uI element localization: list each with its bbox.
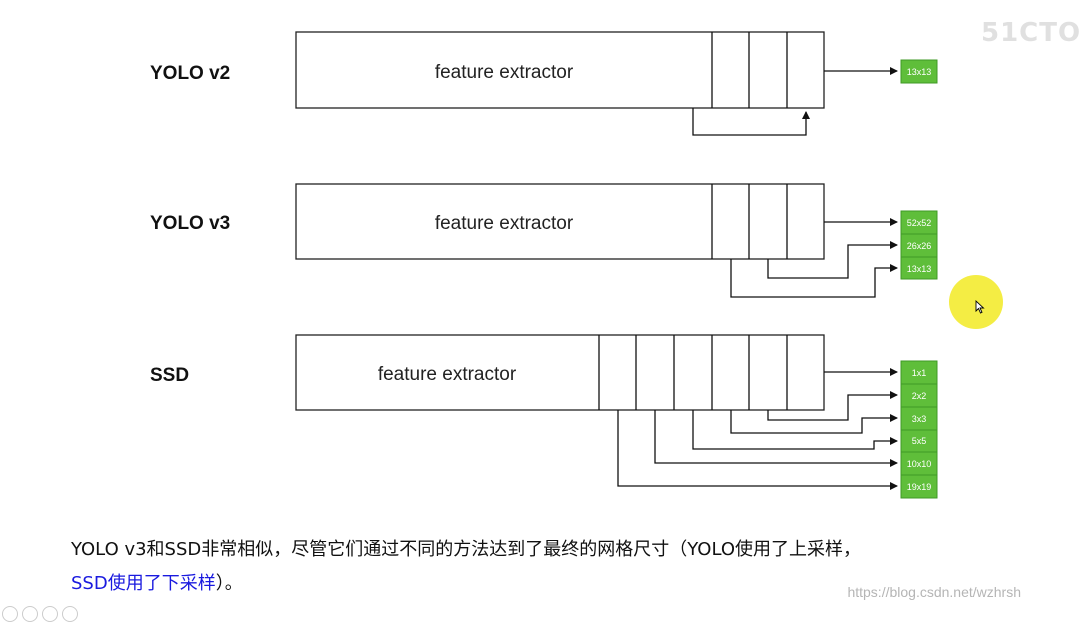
grid-output-label: 3x3: [912, 414, 927, 424]
toolbar-dot[interactable]: [22, 606, 38, 622]
grid-output-label: 52x52: [907, 218, 932, 228]
grid-output-label: 13x13: [907, 264, 932, 274]
caption-line-2: SSD使用了下采样）。: [71, 567, 1021, 601]
grid-output-box: [900, 256, 938, 280]
caption: YOLO v3和SSD非常相似，尽管它们通过不同的方法达到了最终的网格尺寸（YO…: [71, 533, 1021, 601]
grid-output-label: 26x26: [907, 241, 932, 251]
caption-line-2-rest: ）。: [215, 573, 243, 594]
output-arrow: [767, 391, 898, 421]
architecture-diagram: YOLO v2 feature extractor 13x13 YOLO v3 …: [150, 31, 938, 499]
output-arrow: [654, 410, 898, 467]
feature-extractor-box: [295, 334, 825, 411]
caption-highlight: SSD使用了下采样: [71, 573, 216, 594]
feature-extractor-label: feature extractor: [435, 213, 574, 234]
row-yolo-v2: YOLO v2 feature extractor 13x13: [150, 31, 938, 136]
grid-output-label: 10x10: [907, 459, 932, 469]
output-arrow: [730, 259, 898, 298]
mouse-pointer-icon: [975, 299, 985, 314]
row-label-yolo-v3: YOLO v3: [150, 213, 230, 234]
grid-output-label: 19x19: [907, 482, 932, 492]
toolbar-dot[interactable]: [42, 606, 58, 622]
output-arrow: [730, 410, 898, 434]
feature-extractor-box: [295, 183, 825, 260]
grid-output-box: [900, 59, 938, 84]
grid-output-label: 1x1: [912, 368, 927, 378]
feature-extractor-label: feature extractor: [435, 62, 574, 83]
output-arrow: [692, 410, 898, 450]
row-yolo-v3: YOLO v3 feature extractor 52x52 26x26 13…: [150, 183, 938, 298]
feature-extractor-box: [295, 31, 825, 109]
output-arrow: [767, 241, 898, 279]
row-label-yolo-v2: YOLO v2: [150, 63, 230, 84]
grid-output-label: 2x2: [912, 391, 927, 401]
row-ssd: SSD feature extractor 1x1 2x2 3x3 5x5 10…: [150, 334, 938, 499]
grid-output-label: 5x5: [912, 436, 927, 446]
bottom-toolbar: [2, 606, 78, 622]
toolbar-dot[interactable]: [62, 606, 78, 622]
caption-line-1: YOLO v3和SSD非常相似，尽管它们通过不同的方法达到了最终的网格尺寸（YO…: [71, 539, 862, 560]
watermark: https://blog.csdn.net/wzhrsh: [847, 584, 1021, 600]
grid-output-label: 13x13: [907, 67, 932, 77]
output-arrow: [617, 410, 898, 490]
grid-output-box: [900, 474, 938, 499]
row-label-ssd: SSD: [150, 365, 189, 386]
skip-connection-arrow: [692, 108, 810, 136]
brand-logo: 51CTO: [981, 18, 1081, 48]
toolbar-dot[interactable]: [2, 606, 18, 622]
feature-extractor-label: feature extractor: [378, 364, 517, 385]
